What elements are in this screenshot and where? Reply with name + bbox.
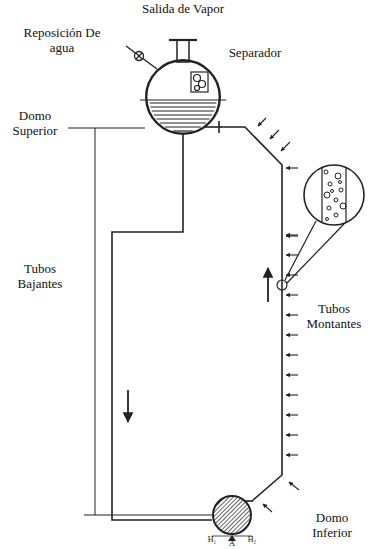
- heat-arrow: [286, 234, 298, 235]
- part-label: Reposición De agua: [14, 26, 110, 56]
- water-stroke: [157, 118, 210, 119]
- bubble: [324, 170, 328, 174]
- drum-circle: [146, 60, 220, 134]
- heat-arrow: [258, 118, 266, 126]
- heat-arrow: [286, 254, 298, 255]
- water-stroke: [173, 130, 193, 131]
- bubble-magnifier: [277, 165, 364, 290]
- bubble: [335, 173, 341, 179]
- drum-circle: [213, 496, 251, 534]
- part-label: Tubos Montantes: [301, 302, 367, 332]
- water-stroke: [150, 106, 215, 107]
- heat-arrow: [286, 374, 298, 375]
- bubble: [339, 181, 342, 184]
- water-stroke: [152, 110, 214, 111]
- height-dimension: [68, 128, 212, 515]
- bubble: [326, 218, 329, 221]
- heat-arrow: [270, 130, 279, 139]
- part-label: H₂: [245, 536, 259, 544]
- water-stroke: [160, 122, 206, 123]
- bubble: [340, 203, 346, 209]
- heat-arrow: [286, 394, 298, 395]
- drum-label: Domo Inferior: [300, 511, 364, 541]
- base-line: [212, 536, 252, 537]
- drum: Domo Inferior: [212, 495, 252, 535]
- flow-arrow: [267, 268, 269, 302]
- bubble: [327, 206, 331, 210]
- heat-arrow: [286, 314, 298, 315]
- separator: [191, 72, 208, 92]
- flow-arrow: [127, 390, 129, 422]
- heat-arrow: [286, 354, 298, 355]
- drum-outline: [145, 59, 221, 135]
- water-stroke: [150, 102, 217, 103]
- pipe-connector: [221, 127, 282, 501]
- steam-outlet: [169, 40, 197, 62]
- bubble: [334, 213, 338, 217]
- heat-arrow: [286, 334, 298, 335]
- bubble: [328, 182, 332, 186]
- drum-outline: [212, 495, 252, 535]
- bubble: [334, 198, 338, 202]
- part-label: H₁: [205, 536, 219, 544]
- heat-arrows: [258, 118, 299, 512]
- part-label: Tubos Bajantes: [2, 262, 78, 292]
- heat-arrow: [286, 167, 298, 168]
- part-label: Separador: [220, 46, 290, 61]
- bubble: [331, 190, 334, 193]
- heat-arrow: [286, 414, 298, 415]
- water-stroke: [165, 126, 201, 127]
- heat-arrow: [263, 504, 272, 512]
- bubble: [339, 188, 343, 192]
- part-label: Salida de Vapor: [136, 2, 230, 17]
- steam-bubbles: [324, 170, 346, 221]
- flange: [218, 121, 220, 133]
- heat-arrow: [286, 294, 298, 295]
- makeup-valve: [126, 46, 157, 69]
- heat-arrow: [289, 482, 299, 490]
- pipe-connector: [112, 135, 212, 520]
- heat-arrow: [286, 235, 298, 236]
- water-level: [140, 99, 226, 100]
- bubble: [324, 192, 330, 198]
- heat-arrow: [281, 142, 290, 151]
- heat-arrow: [286, 434, 298, 435]
- part-label: A: [226, 539, 238, 548]
- drum: Domo Superior: [145, 59, 221, 135]
- heat-arrow: [286, 454, 298, 455]
- drum-label: Domo Superior: [4, 109, 66, 139]
- lower-drum-fill: [214, 497, 251, 534]
- water-stroke: [154, 114, 212, 115]
